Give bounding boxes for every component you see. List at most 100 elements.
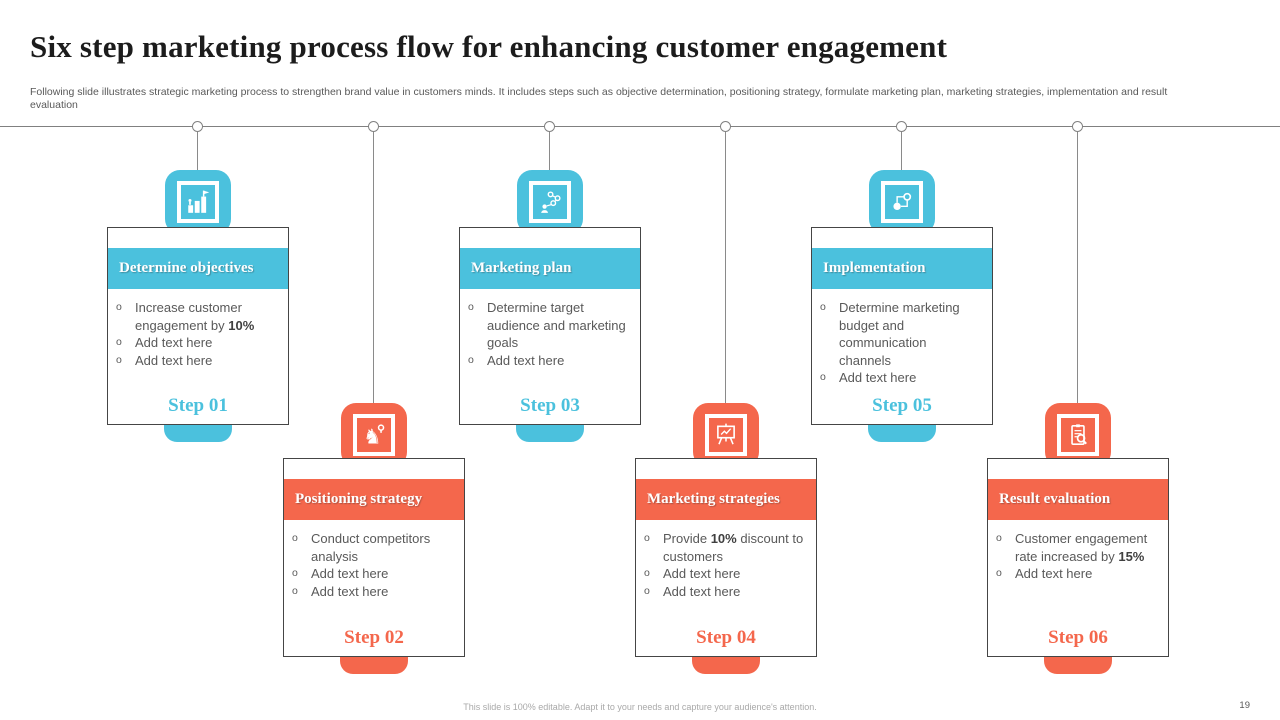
step-card-title: Determine objectives: [108, 248, 288, 289]
step-column-5: Implementation o Determine marketing budg…: [811, 120, 993, 680]
bullet-item: o Customer engagement rate increased by 1…: [996, 530, 1164, 565]
bullet-marker: o: [292, 532, 298, 544]
step-card-title: Implementation: [812, 248, 992, 289]
bullet-marker: o: [116, 336, 122, 348]
timeline-node-dot: [544, 121, 555, 132]
card-bottom-tab: [868, 425, 936, 442]
step-icon-badge: [165, 170, 231, 234]
document-magnifier-icon: [1057, 414, 1099, 456]
bullet-text: Increase customer engagement by 10%: [135, 300, 255, 333]
step-icon-badge: [517, 170, 583, 234]
timeline-node-dot: [192, 121, 203, 132]
connector-line: [1077, 132, 1078, 405]
bullet-marker: o: [116, 301, 122, 313]
bullet-marker: o: [996, 567, 1002, 579]
step-card: Positioning strategy o Conduct competitor…: [283, 458, 465, 657]
step-column-4: Marketing strategies o Provide 10% discou…: [635, 120, 817, 680]
bullet-list: o Determine target audience and marketing…: [468, 299, 636, 369]
bullet-marker: o: [996, 532, 1002, 544]
page-number: 19: [1239, 700, 1250, 711]
bullet-list: o Determine marketing budget and communic…: [820, 299, 988, 387]
bullet-text: Add text here: [487, 352, 565, 368]
bullet-item: o Add text here: [644, 565, 812, 583]
bullet-marker: o: [468, 353, 474, 366]
bullet-marker: o: [644, 567, 650, 579]
card-bottom-tab: [164, 425, 232, 442]
connected-nodes-icon: [881, 181, 923, 223]
step-number-label: Step 03: [520, 395, 580, 416]
bullet-item: o Add text here: [468, 352, 636, 370]
step-icon-badge: [1045, 403, 1111, 467]
step-number-label: Step 02: [344, 627, 404, 648]
card-bottom-tab: [1044, 657, 1112, 674]
strategy-board-icon: [705, 414, 747, 456]
bullet-item: o Conduct competitors analysis: [292, 530, 460, 565]
bullet-text: Add text here: [839, 370, 917, 385]
bullet-text: Add text here: [311, 566, 389, 581]
bullet-text: Determine marketing budget and communica…: [839, 300, 960, 368]
bullet-marker: o: [644, 532, 650, 544]
bullet-text: Add text here: [663, 566, 741, 581]
bullet-item: o Add text here: [292, 565, 460, 583]
bullet-text: Customer engagement rate increased by 15…: [1015, 531, 1148, 564]
step-column-2: ♞ Positioning strategy o Conduct competit…: [283, 120, 465, 680]
footer-note: This slide is 100% editable. Adapt it to…: [463, 702, 817, 712]
step-column-1: Determine objectives o Increase customer …: [107, 120, 289, 680]
bullet-text: Provide 10% discount to customers: [663, 531, 804, 564]
step-card-title: Marketing strategies: [636, 479, 816, 520]
bullet-item: o Determine target audience and marketing…: [468, 299, 636, 352]
bullet-item: o Add text here: [820, 369, 988, 387]
step-column-3: Marketing plan o Determine target audienc…: [459, 120, 641, 680]
chess-knight-pin-icon: ♞: [353, 414, 395, 456]
connector-line: [373, 132, 374, 405]
connector-line: [901, 132, 902, 172]
step-number-label: Step 01: [168, 395, 228, 416]
page-title: Six step marketing process flow for enha…: [30, 29, 948, 64]
step-card-title: Marketing plan: [460, 248, 640, 289]
bullet-text: Add text here: [1015, 566, 1093, 581]
card-bottom-tab: [516, 425, 584, 442]
bullet-marker: o: [820, 371, 826, 383]
timeline-node-dot: [720, 121, 731, 132]
bullet-marker: o: [468, 301, 474, 313]
bullet-marker: o: [292, 567, 298, 579]
bullet-marker: o: [116, 353, 122, 366]
svg-text:♞: ♞: [363, 425, 381, 448]
timeline-node-dot: [368, 121, 379, 132]
bullet-item: o Increase customer engagement by 10%: [116, 299, 284, 334]
bullet-text: Add text here: [135, 335, 213, 350]
card-bottom-tab: [692, 657, 760, 674]
bullet-text: Add text here: [663, 583, 741, 599]
bullet-item: o Add text here: [644, 583, 812, 601]
step-icon-badge: [869, 170, 935, 234]
step-card: Marketing plan o Determine target audienc…: [459, 227, 641, 425]
bullet-marker: o: [820, 301, 826, 313]
bullet-marker: o: [644, 584, 650, 597]
bullet-item: o Add text here: [996, 565, 1164, 583]
connector-line: [549, 132, 550, 172]
bullet-item: o Determine marketing budget and communic…: [820, 299, 988, 369]
timeline-line: [0, 126, 1280, 127]
step-number-label: Step 06: [1048, 627, 1108, 648]
audience-network-icon: [529, 181, 571, 223]
bullet-text: Determine target audience and marketing …: [487, 300, 626, 350]
bullet-item: o Add text here: [116, 352, 284, 370]
step-card: Determine objectives o Increase customer …: [107, 227, 289, 425]
slide-subtitle: Following slide illustrates strategic ma…: [30, 86, 1168, 111]
step-card-title: Positioning strategy: [284, 479, 464, 520]
step-card: Implementation o Determine marketing budg…: [811, 227, 993, 425]
step-number-label: Step 04: [696, 627, 756, 648]
bullet-item: o Add text here: [116, 334, 284, 352]
step-number-label: Step 05: [872, 395, 932, 416]
bullet-list: o Customer engagement rate increased by 1…: [996, 530, 1164, 583]
step-icon-badge: ♞: [341, 403, 407, 467]
bullet-text: Conduct competitors analysis: [311, 531, 431, 564]
bullet-text: Add text here: [135, 352, 213, 368]
step-icon-badge: [693, 403, 759, 467]
